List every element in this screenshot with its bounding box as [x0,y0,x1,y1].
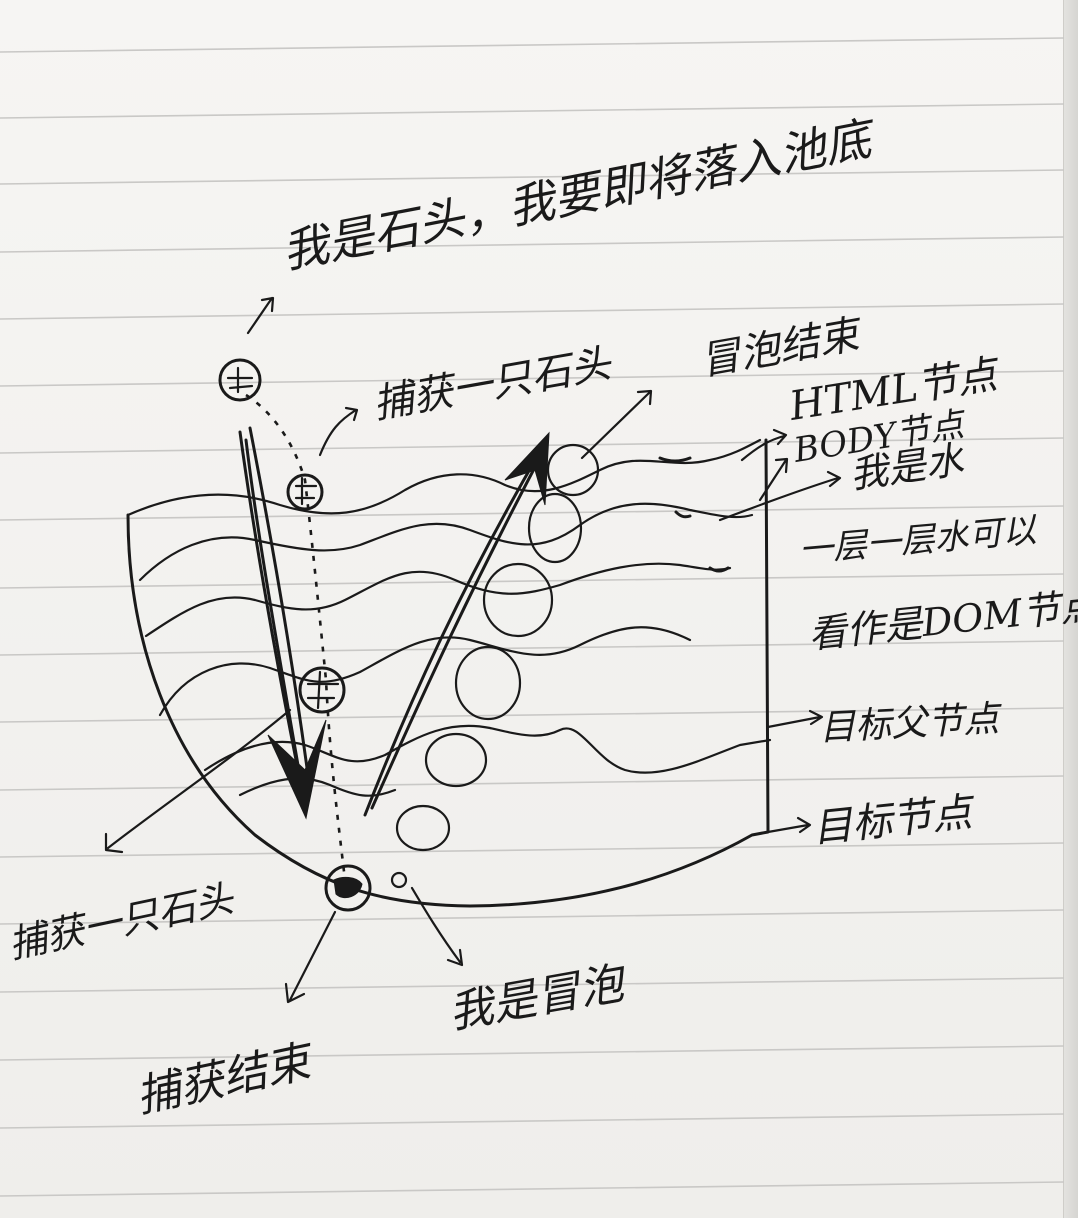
water-layer-1 [126,438,762,517]
page-edge [1063,0,1078,1218]
water-layers [126,438,772,797]
bubble-4 [482,562,554,638]
label-i-am-bubble: 我是冒泡 [445,957,632,1039]
bubble-top [546,443,600,497]
stone-top [218,358,262,402]
label-capture-end: 捕获结束 [132,1035,320,1123]
capture-arrow [238,426,327,820]
stone-lower [298,666,346,714]
ruled-lines [0,37,1065,1197]
bubble-tiny [390,871,408,889]
bubble-1 [395,804,451,852]
label-stone-intro: 我是石头，我要即将落入池底 [278,110,882,278]
stone-middle [286,473,324,511]
rising-bubbles [390,443,600,889]
bubble-2 [424,732,488,788]
water-layer-4 [158,626,692,717]
label-target-parent: 目标父节点 [818,698,1004,749]
label-capture-stone-left: 捕获一只石头 [5,876,239,967]
water-layer-2 [138,502,754,582]
stone-descent-dashed [245,393,347,881]
label-capture-stone-top: 捕获一只石头 [370,341,616,428]
bubble-arrow [363,431,550,817]
label-target-node: 目标节点 [810,789,978,852]
bubble-3 [454,645,522,721]
stone-bottom [324,864,372,912]
label-dom-node: 看作是DOM节点 [806,582,1078,657]
falling-stones [218,358,372,912]
ink-blots [658,456,730,573]
label-each-layer: 一层一层水可以 [797,510,1040,571]
handwritten-labels: 我是石头，我要即将落入池底 捕获一只石头 冒泡结束 HTML节点 BODY节点 … [5,110,1078,1122]
bubble-5 [527,492,583,564]
water-layer-3 [144,562,732,638]
label-arrows [104,296,842,1004]
